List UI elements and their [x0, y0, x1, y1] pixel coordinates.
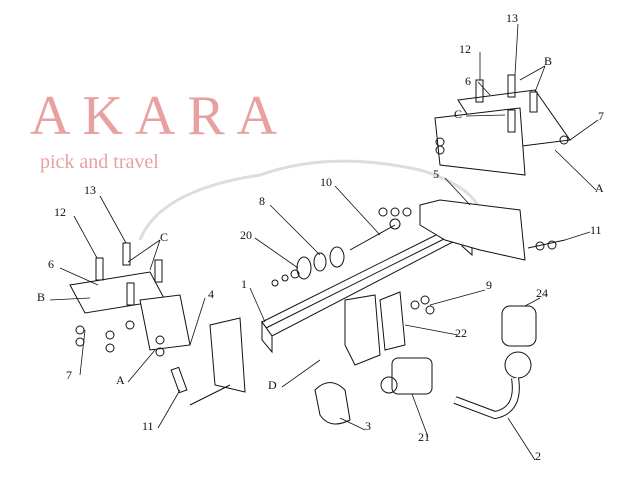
- label-C-right: C: [454, 107, 463, 121]
- label-10: 10: [320, 175, 332, 189]
- label-9: 9: [486, 278, 492, 292]
- label-B-right: B: [544, 54, 553, 68]
- label-12-left: 12: [54, 205, 66, 219]
- bolt-11-right: [527, 239, 566, 251]
- label-13-right: 13: [506, 11, 518, 25]
- label-2: 2: [535, 449, 541, 463]
- bolt-11-left: [170, 366, 231, 406]
- label-20: 20: [240, 228, 252, 242]
- label-6-right: 6: [465, 74, 471, 88]
- label-13-left: 13: [84, 183, 96, 197]
- label-3: 3: [365, 419, 371, 433]
- watermark-brand: AKARA: [30, 85, 290, 147]
- label-11-left: 11: [142, 419, 154, 433]
- label-C-left: C: [160, 230, 169, 244]
- label-A-left: A: [116, 373, 125, 387]
- label-12-right: 12: [459, 42, 471, 56]
- label-11-right: 11: [590, 223, 602, 237]
- label-7-right: 7: [598, 109, 604, 123]
- right-bolts: [435, 74, 569, 155]
- watermark-car-outline: [138, 159, 482, 241]
- tow-ball: [453, 305, 537, 420]
- label-8: 8: [259, 194, 265, 208]
- label-A-right: A: [595, 181, 604, 195]
- label-1: 1: [241, 277, 247, 291]
- watermark-tagline: pick and travel: [40, 151, 159, 173]
- label-5: 5: [433, 167, 439, 181]
- right-bracket: [419, 199, 526, 261]
- label-7-left: 7: [66, 368, 72, 382]
- centre-bolt-assembly: [271, 207, 412, 287]
- label-4: 4: [208, 287, 214, 301]
- electrical-socket: [380, 357, 433, 395]
- left-bracket: [209, 317, 246, 393]
- label-24: 24: [536, 286, 548, 300]
- label-B-left: B: [37, 290, 46, 304]
- leader-lines: [49, 23, 599, 461]
- label-6-left: 6: [48, 257, 54, 271]
- label-22: 22: [455, 326, 467, 340]
- hitch-plates: [344, 291, 435, 366]
- socket-bracket: [314, 382, 351, 425]
- left-bolts: [75, 242, 165, 357]
- label-D: D: [268, 378, 277, 392]
- label-21: 21: [418, 430, 430, 444]
